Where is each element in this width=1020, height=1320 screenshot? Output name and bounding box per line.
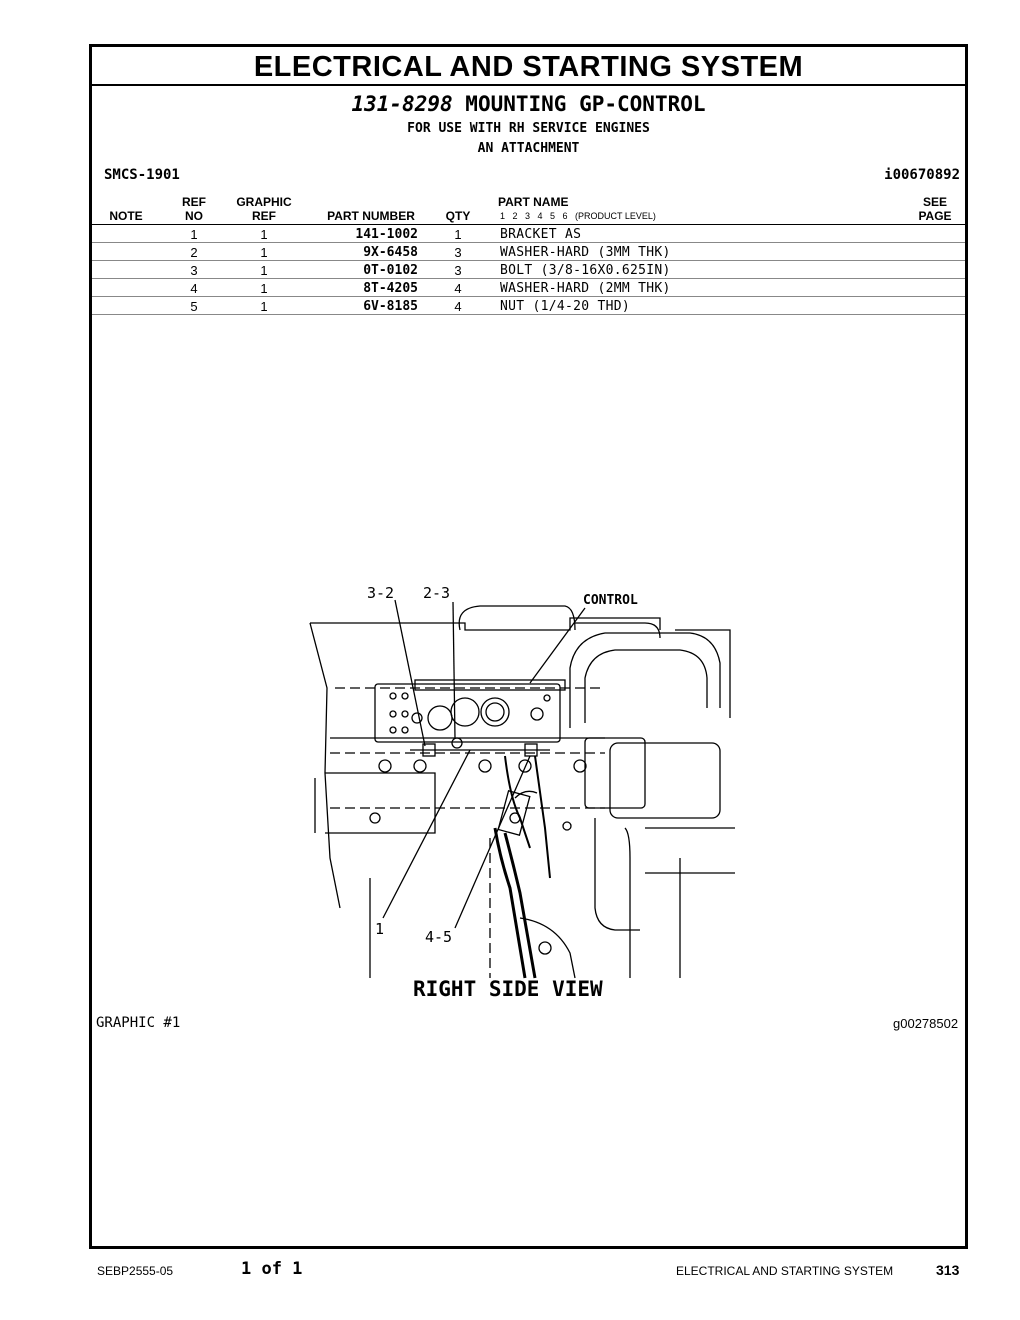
ref-no: 2 <box>190 245 198 260</box>
smcs-code: SMCS-1901 <box>104 167 180 183</box>
row-divider <box>92 242 965 243</box>
col-see-page-header-bottom: PAGE <box>918 209 952 223</box>
footer-document-number: SEBP2555-05 <box>97 1264 174 1278</box>
col-graphic-header-top: GRAPHIC <box>236 195 292 209</box>
attachment-note: AN ATTACHMENT <box>477 141 580 156</box>
product-level-header: 1 2 3 4 5 6 (PRODUCT LEVEL) <box>500 211 656 221</box>
table-row: 2 1 9X-6458 3 WASHER-HARD (3MM THK) <box>92 243 965 261</box>
group-part-title: MOUNTING GP-CONTROL <box>465 92 706 116</box>
housing <box>584 737 646 809</box>
footer-page-number: 313 <box>936 1262 960 1278</box>
part-name: NUT (1/4-20 THD) <box>500 299 631 314</box>
graphic-ref: 1 <box>260 227 268 242</box>
part-name: WASHER-HARD (3MM THK) <box>500 245 671 260</box>
right-side-view-drawing: 3-2 2-3 CONTROL 1 4-5 RIGHT SIDE VIEW <box>309 584 735 1000</box>
col-see-page-header-top: SEE <box>922 195 947 209</box>
callout-4-5: 4-5 <box>425 928 452 946</box>
qty: 3 <box>454 263 462 278</box>
connector <box>497 790 531 836</box>
part-name: BRACKET AS <box>500 227 582 242</box>
ref-no: 1 <box>190 227 198 242</box>
leader-2-3 <box>452 601 456 739</box>
col-graphic-header-bottom: REF <box>252 209 276 223</box>
leader-4-5 <box>454 755 531 929</box>
graphic-ref: 1 <box>260 299 268 314</box>
table-row: 1 1 141-1002 1 BRACKET AS <box>92 225 965 243</box>
usage-note: FOR USE WITH RH SERVICE ENGINES <box>407 121 650 136</box>
graphic-ref: 1 <box>260 245 268 260</box>
col-qty-header: QTY <box>445 209 471 223</box>
section-title: ELECTRICAL AND STARTING SYSTEM <box>92 47 965 86</box>
qty: 4 <box>454 281 462 296</box>
graphic-label: GRAPHIC #1 <box>96 1015 181 1031</box>
leader-control <box>529 607 586 684</box>
part-number: 6V-8185 <box>363 299 418 314</box>
footer-page-of: 1 of 1 <box>241 1259 303 1279</box>
col-graphic-header: GRAPHIC REF <box>230 195 298 223</box>
col-part-name-header: PART NAME <box>498 195 569 209</box>
qty: 4 <box>454 299 462 314</box>
col-note-header: NOTE <box>109 209 143 223</box>
callout-control: CONTROL <box>583 593 638 608</box>
graphic-id: g00278502 <box>893 1016 959 1031</box>
row-divider <box>92 314 965 315</box>
table-row: 4 1 8T-4205 4 WASHER-HARD (2MM THK) <box>92 279 965 297</box>
row-divider <box>92 260 965 261</box>
row-divider <box>92 278 965 279</box>
ref-no: 4 <box>190 281 198 296</box>
part-number: 9X-6458 <box>363 245 418 260</box>
callout-1: 1 <box>375 920 384 938</box>
qty: 3 <box>454 245 462 260</box>
group-part-number: 131-8298 <box>351 92 453 116</box>
part-name: BOLT (3/8-16X0.625IN) <box>500 263 671 278</box>
col-ref-header-bottom: NO <box>185 209 203 223</box>
row-divider <box>92 296 965 297</box>
graphic-ref: 1 <box>260 281 268 296</box>
part-name: WASHER-HARD (2MM THK) <box>500 281 671 296</box>
block-top-edge <box>310 617 661 631</box>
qty: 1 <box>454 227 462 242</box>
elbow-pipe <box>569 632 721 728</box>
callout-3-2: 3-2 <box>367 584 394 602</box>
control-plate <box>374 683 561 743</box>
col-ref-header: REF NO <box>177 195 211 223</box>
ref-no: 3 <box>190 263 198 278</box>
col-ref-header-top: REF <box>182 195 206 209</box>
view-label: RIGHT SIDE VIEW <box>413 977 603 1000</box>
callout-2-3: 2-3 <box>423 584 450 602</box>
ref-no: 5 <box>190 299 198 314</box>
col-see-page-header: SEE PAGE <box>910 195 960 223</box>
part-number: 8T-4205 <box>363 281 418 296</box>
document-id: i00670892 <box>884 167 960 183</box>
block-left-contour <box>309 622 341 909</box>
group-title: 131-8298 MOUNTING GP-CONTROL <box>92 92 965 116</box>
leader-3-2 <box>394 599 426 747</box>
part-number: 141-1002 <box>355 227 418 242</box>
control-dial <box>480 697 510 727</box>
col-part-number-header: PART NUMBER <box>327 209 415 223</box>
leader-1 <box>382 749 471 919</box>
table-row: 3 1 0T-0102 3 BOLT (3/8-16X0.625IN) <box>92 261 965 279</box>
footer-section: ELECTRICAL AND STARTING SYSTEM <box>676 1264 894 1278</box>
page-frame: ELECTRICAL AND STARTING SYSTEM 131-8298 … <box>89 44 968 1249</box>
part-number: 0T-0102 <box>363 263 418 278</box>
header-divider <box>92 224 965 225</box>
graphic-ref: 1 <box>260 263 268 278</box>
table-row: 5 1 6V-8185 4 NUT (1/4-20 THD) <box>92 297 965 315</box>
